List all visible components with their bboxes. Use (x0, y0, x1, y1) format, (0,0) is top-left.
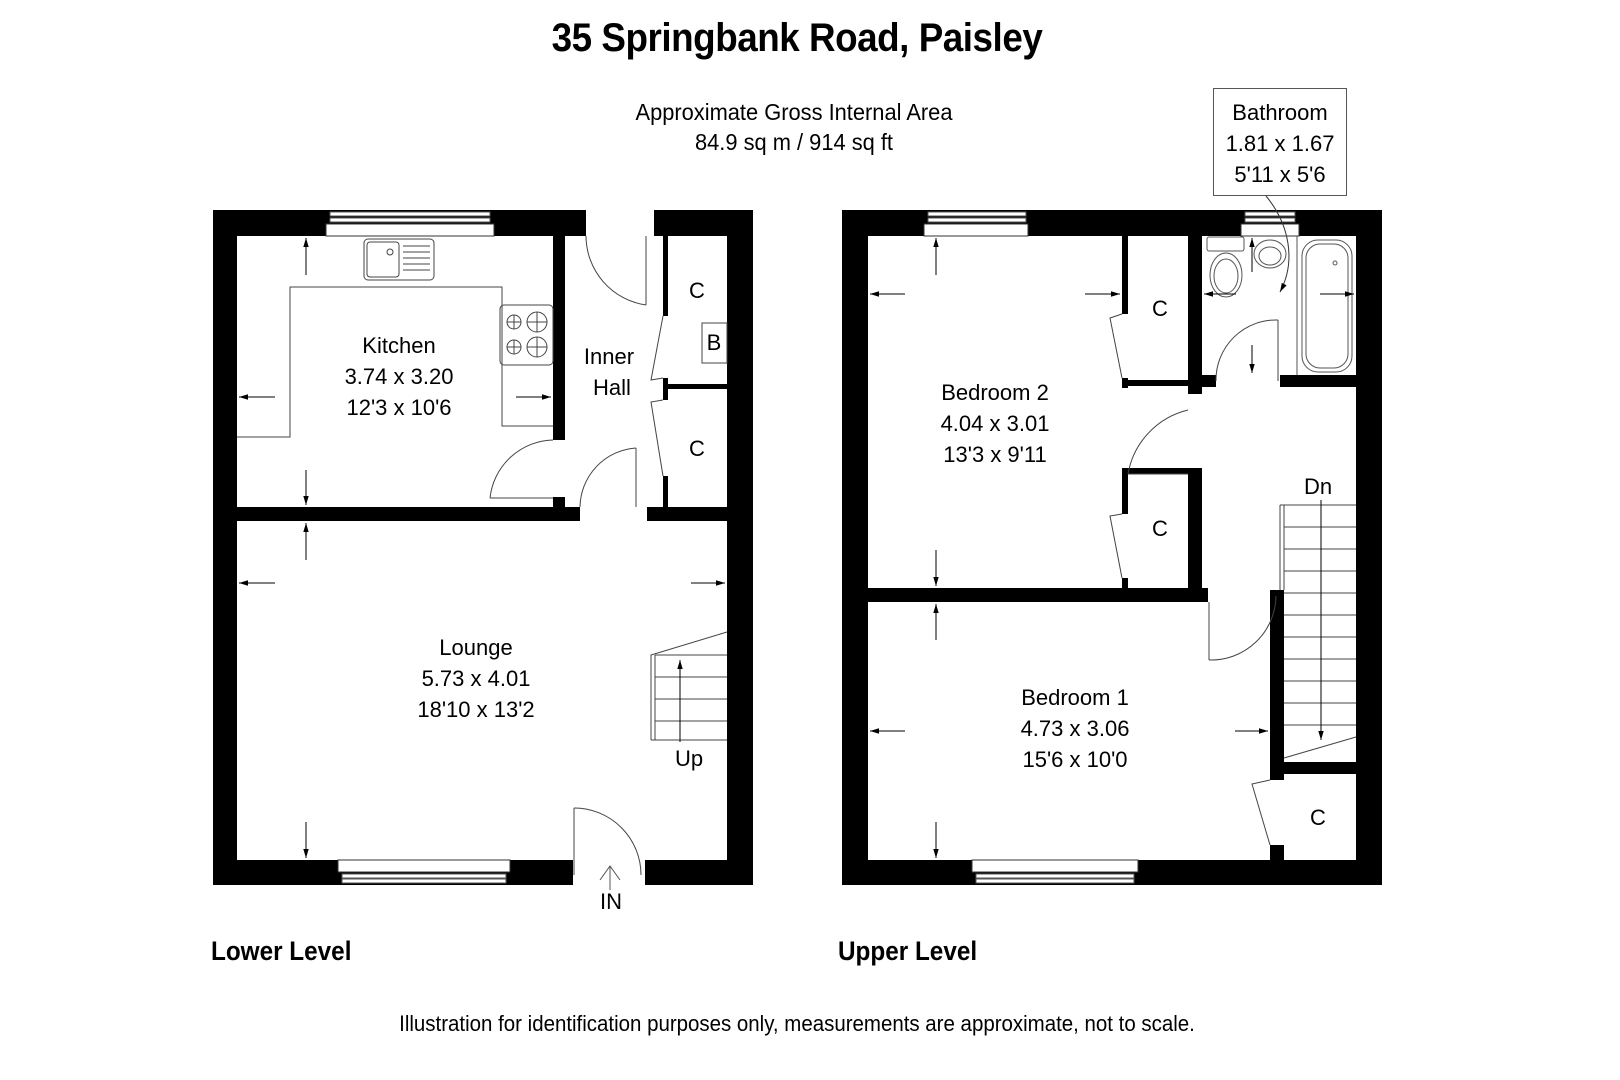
kitchen-imperial: 12'3 x 10'6 (346, 395, 451, 420)
page-title: 35 Springbank Road, Paisley (551, 16, 1043, 60)
upper-cupboard-1-label: C (1152, 296, 1168, 321)
lower-walls (213, 210, 753, 885)
upper-dimension-arrows (870, 238, 1354, 858)
disclaimer: Illustration for identification purposes… (399, 1011, 1195, 1036)
lower-level-plan (213, 210, 753, 890)
upper-stairs (1279, 500, 1357, 759)
stairs-down-label: Dn (1304, 474, 1332, 499)
entrance-label: IN (600, 889, 622, 914)
area-value: 84.9 sq m / 914 sq ft (695, 129, 893, 155)
inner-hall-name-line2: Hall (593, 375, 631, 400)
lower-dimension-arrows (239, 238, 725, 858)
upper-level-plan (842, 195, 1382, 885)
sink-icon (363, 238, 435, 281)
lower-room-labels: Kitchen 3.74 x 3.20 12'3 x 10'6 Inner Ha… (345, 278, 722, 914)
kitchen-name: Kitchen (362, 333, 435, 358)
upper-cupboard-2-label: C (1152, 516, 1168, 541)
toilet-icon (1206, 236, 1245, 298)
upper-doors (1109, 313, 1279, 846)
lower-cupboard-1-label: C (689, 278, 705, 303)
upper-windows (923, 211, 1300, 884)
inner-hall-name-line1: Inner (584, 344, 634, 369)
upper-cupboard-3-label: C (1310, 805, 1326, 830)
boiler-box (701, 322, 728, 364)
entrance-arrow-icon (599, 865, 621, 890)
lower-level-label: Lower Level (211, 936, 352, 966)
bathroom-callout: Bathroom 1.81 x 1.67 5'11 x 5'6 (1213, 88, 1347, 196)
kitchen-worktops (237, 286, 553, 438)
lounge-name: Lounge (439, 635, 512, 660)
upper-walls (842, 210, 1382, 885)
bathroom-imperial: 5'11 x 5'6 (1234, 162, 1326, 187)
gross-internal-area: Approximate Gross Internal Area 84.9 sq … (604, 97, 984, 157)
bathroom-name: Bathroom (1232, 100, 1328, 125)
area-label: Approximate Gross Internal Area (635, 99, 953, 125)
lounge-metric: 5.73 x 4.01 (422, 666, 531, 691)
lower-stairs (650, 631, 728, 742)
lounge-imperial: 18'10 x 13'2 (417, 697, 534, 722)
bathroom-callout-leader (1265, 195, 1290, 293)
bedroom-2-imperial: 13'3 x 9'11 (943, 442, 1046, 467)
bedroom-1-metric: 4.73 x 3.06 (1021, 716, 1130, 741)
bedroom-1-imperial: 15'6 x 10'0 (1022, 747, 1127, 772)
upper-level-label: Upper Level (838, 936, 978, 966)
bedroom-1-name: Bedroom 1 (1021, 685, 1129, 710)
washbasin-icon (1253, 239, 1287, 269)
lower-doors (489, 235, 664, 876)
lower-cupboard-2-label: C (689, 436, 705, 461)
lower-windows (325, 211, 511, 884)
bedroom-2-name: Bedroom 2 (941, 380, 1049, 405)
kitchen-metric: 3.74 x 3.20 (345, 364, 454, 389)
bedroom-2-metric: 4.04 x 3.01 (941, 411, 1050, 436)
hob-icon (499, 304, 554, 366)
stairs-up-label: Up (675, 746, 703, 771)
bathroom-metric: 1.81 x 1.67 (1225, 131, 1335, 156)
boiler-label: B (707, 330, 722, 355)
upper-room-labels: Bedroom 2 4.04 x 3.01 13'3 x 9'11 C C C … (941, 296, 1333, 830)
bathtub-icon (1296, 236, 1353, 375)
